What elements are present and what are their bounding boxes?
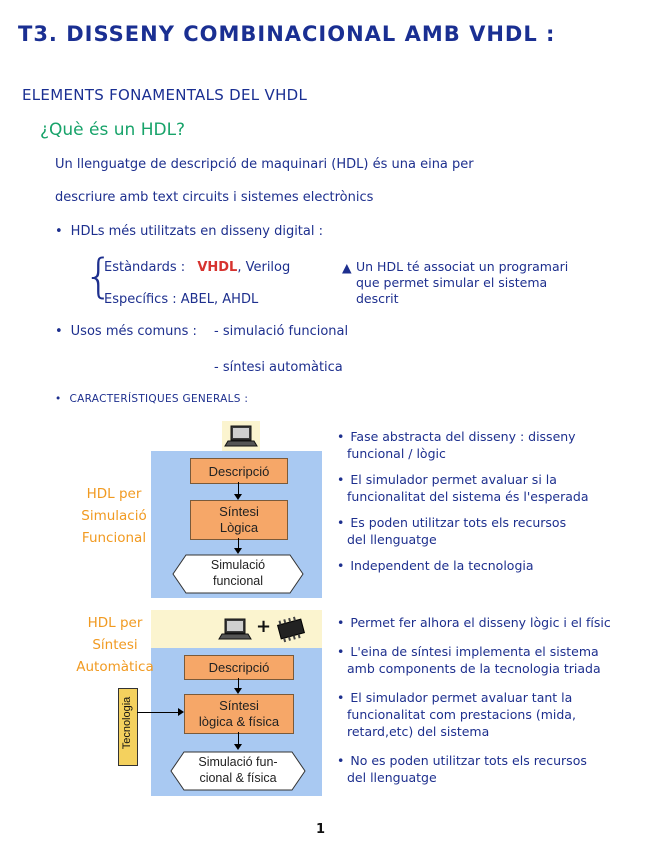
description-box: Descripció (190, 458, 288, 484)
description-box: Descripció (184, 655, 294, 680)
note-line: retard,etc) del sistema (347, 724, 490, 739)
note-line: funcionalitat del sistema és l'esperada (347, 489, 589, 504)
hdls-used-text: HDLs més utilitzats en disseny digital : (70, 224, 323, 239)
side-label-line: Síntesi (92, 637, 138, 653)
vhdl-highlight: VHDL (197, 260, 238, 275)
hdl-note-line: Un HDL té associat un programari (356, 259, 569, 274)
standards-label: Estàndards : (104, 260, 186, 275)
simulation-line: Simulació fun- (198, 755, 278, 769)
use-synthesis: - síntesi automàtica (214, 360, 343, 375)
side-label-line: HDL per (86, 486, 142, 502)
side-label-line: Automàtica (76, 659, 154, 675)
arrowhead-icon (234, 548, 242, 554)
laptop-icon (216, 614, 254, 644)
general-label: CARACTERÍSTIQUES GENERALS : (69, 393, 249, 405)
chip-icon (272, 614, 310, 644)
arrow (238, 678, 239, 690)
synthesis-box: Síntesi lògica & física (184, 694, 294, 734)
note-line: funcional / lògic (347, 446, 446, 461)
note-line: No es poden utilitzar tots els recursos (350, 753, 587, 768)
note-line: El simulador permet avaluar si la (350, 472, 557, 487)
hdl-note-marker: ▲ (342, 260, 352, 275)
hdl-note: Un HDL té associat un programari que per… (356, 259, 568, 307)
laptop-icon (222, 421, 260, 451)
simulation-line: funcional (212, 574, 264, 588)
notes-synthesis: •Permet fer alhora el disseny lògic i el… (337, 614, 642, 786)
arrow (238, 538, 239, 550)
note-line: El simulador permet avaluar tant la (350, 690, 573, 705)
note-item: •Permet fer alhora el disseny lògic i el… (337, 615, 611, 630)
page-title: T3. DISSENY COMBINACIONAL AMB VHDL : (18, 22, 556, 46)
general-bullet: CARACTERÍSTIQUES GENERALS : (55, 393, 248, 405)
plus-sign: + (256, 616, 272, 637)
synthesis-box: Síntesi Lògica (190, 500, 288, 540)
arrow (238, 732, 239, 746)
simulation-shape (170, 751, 306, 791)
note-line: Independent de la tecnologia (350, 558, 534, 573)
note-line: Fase abstracta del disseny : disseny (350, 429, 576, 444)
simulation-line: Simulació (210, 558, 266, 572)
technology-label: Tecnologia (121, 696, 133, 750)
brace-icon: { (84, 249, 114, 303)
uses-bullet: Usos més comuns : (55, 324, 197, 339)
simulation-shape (172, 554, 304, 594)
technology-tag (118, 688, 138, 766)
synthesis-line: Lògica (219, 520, 259, 535)
arrowhead-icon (178, 708, 184, 716)
note-item: •L'eina de síntesi implementa el sistema… (337, 644, 601, 676)
diagram1-side-label: HDL per Simulació Funcional (74, 483, 154, 549)
diagram2-side-label: HDL per Síntesi Automàtica (70, 612, 160, 678)
standards-line: Estàndards : VHDL, Verilog (104, 260, 290, 275)
hdl-note-line: descrit (356, 291, 399, 306)
arrow (137, 712, 179, 713)
side-label-line: HDL per (87, 615, 143, 631)
arrowhead-icon (234, 688, 242, 694)
note-line: del llenguatge (347, 770, 437, 785)
use-simulation: - simulació funcional (214, 324, 349, 339)
simulation-label: Simulació funcional (172, 557, 304, 589)
arrowhead-icon (234, 744, 242, 750)
definition-line-2: descriure amb text circuits i sistemes e… (55, 190, 374, 205)
hdls-used-bullet: HDLs més utilitzats en disseny digital : (55, 224, 323, 239)
note-line: L'eina de síntesi implementa el sistema (350, 644, 599, 659)
note-line: Permet fer alhora el disseny lògic i el … (350, 615, 611, 630)
note-line: funcionalitat com prestacions (mida, (347, 707, 576, 722)
simulation-label: Simulació fun- cional & física (170, 754, 306, 786)
definition-line-1: Un llenguatge de descripció de maquinari… (55, 157, 474, 172)
synthesis-line: Síntesi (219, 698, 259, 713)
note-line: Es poden utilitzar tots els recursos (350, 515, 567, 530)
simulation-line: cional & física (199, 771, 277, 785)
question-heading: ¿Què és un HDL? (40, 120, 186, 140)
note-line: amb components de la tecnologia triada (347, 661, 601, 676)
side-label-line: Funcional (81, 530, 147, 546)
arrowhead-icon (234, 494, 242, 500)
synthesis-line: lògica & física (198, 714, 280, 729)
arrow (238, 482, 239, 496)
note-line: del llenguatge (347, 532, 437, 547)
standards-rest: , Verilog (237, 260, 291, 275)
hdl-note-line: que permet simular el sistema (356, 275, 548, 290)
page-number: 1 (316, 822, 326, 837)
specifics-line: Específics : ABEL, AHDL (104, 292, 259, 307)
note-item: •Independent de la tecnologia (337, 558, 534, 573)
note-item: •No es poden utilitzar tots els recursos… (337, 753, 587, 785)
section-heading: ELEMENTS FONAMENTALS DEL VHDL (22, 86, 308, 104)
side-label-line: Simulació (81, 508, 147, 524)
synthesis-line: Síntesi (219, 504, 259, 519)
uses-label: Usos més comuns : (70, 324, 197, 339)
